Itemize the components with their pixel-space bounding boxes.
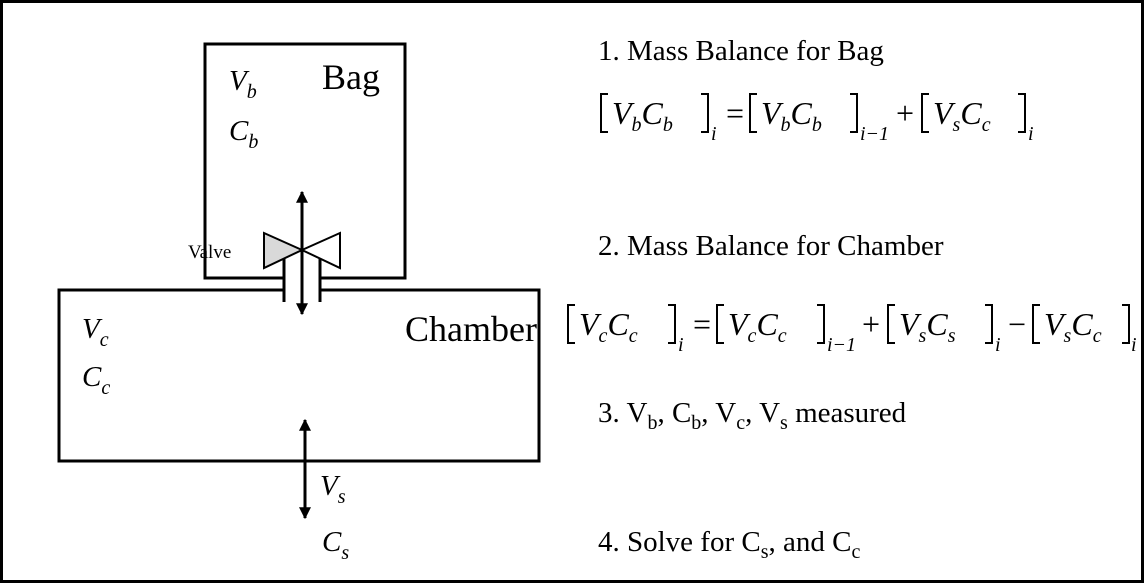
bracket — [817, 304, 825, 344]
bracket — [600, 93, 608, 133]
step-1: 1. Mass Balance for Bag — [598, 35, 884, 67]
chamber-outline — [57, 250, 541, 463]
svg-text:i−1: i−1 — [860, 123, 889, 145]
step-3: 3. Vb, Cb, Vc, Vs measured — [598, 397, 907, 434]
svg-text:=: = — [726, 95, 744, 131]
source-conc-label: Cs — [322, 526, 349, 564]
bracket — [1122, 304, 1130, 344]
svg-text:VsCs: VsCs — [899, 306, 956, 347]
bracket — [850, 93, 858, 133]
bag-volume-label: Vb — [229, 65, 257, 103]
bracket — [985, 304, 993, 344]
svg-text:−: − — [1008, 306, 1026, 342]
source-volume-label: Vs — [320, 470, 346, 508]
svg-text:VcCc: VcCc — [728, 306, 787, 347]
svg-text:i: i — [711, 123, 717, 145]
svg-text:+: + — [896, 95, 914, 131]
bracket — [1018, 93, 1026, 133]
chamber-title: Chamber — [405, 309, 537, 349]
svg-text:i: i — [678, 334, 684, 356]
bracket — [749, 93, 757, 133]
bracket — [716, 304, 724, 344]
svg-text:+: + — [862, 306, 880, 342]
valve-icon — [263, 231, 341, 270]
valve-label: Valve — [188, 242, 231, 263]
svg-text:VsCc: VsCc — [1044, 306, 1102, 347]
svg-text:i: i — [1131, 334, 1137, 356]
bracket — [567, 304, 575, 344]
bag-title: Bag — [322, 57, 380, 97]
svg-text:VsCc: VsCc — [933, 95, 991, 136]
svg-text:VbCb: VbCb — [612, 95, 673, 136]
svg-text:i−1: i−1 — [827, 334, 856, 356]
bracket — [1032, 304, 1040, 344]
svg-text:i: i — [995, 334, 1001, 356]
bag-outline — [203, 42, 407, 302]
svg-text:i: i — [1028, 123, 1034, 145]
chamber-conc-label: Cc — [82, 361, 110, 399]
step-2: 2. Mass Balance for Chamber — [598, 230, 944, 262]
bracket — [701, 93, 709, 133]
equation-bag: VbCb i = VbCb i−1 + VsCc i — [600, 93, 1034, 145]
bracket — [887, 304, 895, 344]
svg-text:=: = — [693, 306, 711, 342]
svg-text:VbCb: VbCb — [761, 95, 822, 136]
bracket — [921, 93, 929, 133]
svg-text:VcCc: VcCc — [579, 306, 638, 347]
equation-chamber: VcCc i = VcCc i−1 + VsCs i − VsCc i — [567, 304, 1137, 356]
step-4: 4. Solve for Cs, and Cc — [598, 526, 860, 563]
bracket — [668, 304, 676, 344]
bag-conc-label: Cb — [229, 115, 258, 153]
chamber-volume-label: Vc — [82, 313, 109, 351]
